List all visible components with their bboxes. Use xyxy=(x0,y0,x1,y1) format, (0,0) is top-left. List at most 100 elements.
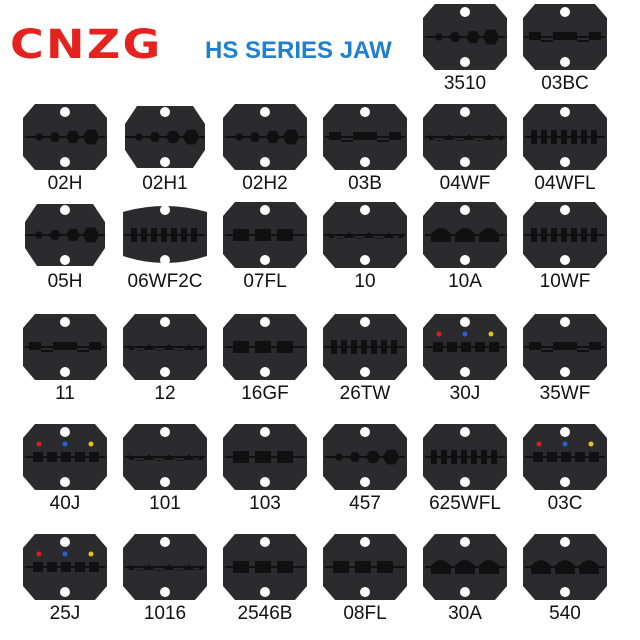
jaw-model-label: 03B xyxy=(348,173,382,194)
mounting-hole xyxy=(60,205,70,215)
jaw-model-label: 26TW xyxy=(339,383,391,404)
wide-jaw-icon xyxy=(123,205,207,265)
mounting-hole xyxy=(60,107,70,117)
bump-cavity xyxy=(329,132,401,142)
round-jaw-icon xyxy=(223,104,307,170)
mounting-hole xyxy=(560,205,570,215)
mounting-hole xyxy=(460,587,470,597)
round-jaw-icon xyxy=(223,424,307,490)
jaw-model-label: 16GF xyxy=(241,383,289,404)
jaw-item: 04WFL xyxy=(515,100,615,200)
jaw-item: 540 xyxy=(515,530,615,630)
jaw-item: 25J xyxy=(15,530,115,630)
round-jaw-icon xyxy=(423,314,507,380)
jaw-item: 03C xyxy=(515,420,615,520)
color-dot xyxy=(36,441,42,447)
mounting-hole xyxy=(60,157,70,167)
mounting-hole xyxy=(360,427,370,437)
hexagon-cavity xyxy=(135,129,200,145)
jaw-item: 11 xyxy=(15,310,115,410)
jaw-model-label: 30A xyxy=(448,603,482,624)
mounting-hole xyxy=(460,427,470,437)
hexagon-cavity xyxy=(35,227,100,243)
parting-line xyxy=(125,456,205,458)
color-dot xyxy=(62,441,68,447)
jaw-model-label: 25J xyxy=(49,603,81,624)
mounting-hole xyxy=(160,367,170,377)
bump-cavity xyxy=(529,342,601,352)
jaw-model-label: 1016 xyxy=(143,603,187,624)
jaw-model-label: 03C xyxy=(547,493,583,514)
arch-cavity xyxy=(531,560,599,574)
tapered-jaw-icon xyxy=(125,106,205,168)
round-jaw-icon xyxy=(123,424,207,490)
round-jaw-icon xyxy=(423,104,507,170)
jaw-model-label: 10WF xyxy=(539,271,591,292)
comb-cavity xyxy=(431,450,497,464)
jaw-item: 1016 xyxy=(115,530,215,630)
wave-cavity xyxy=(429,134,503,141)
mounting-hole xyxy=(460,107,470,117)
round-jaw-icon xyxy=(323,314,407,380)
jaw-item: 16GF xyxy=(215,310,315,410)
hexagon-cavity xyxy=(235,129,300,145)
mounting-hole xyxy=(360,107,370,117)
round-jaw-icon xyxy=(523,314,607,380)
slot-cavity xyxy=(233,229,293,241)
parting-line xyxy=(325,234,405,236)
mounting-hole xyxy=(460,367,470,377)
round-jaw-icon xyxy=(423,534,507,600)
mounting-hole xyxy=(360,477,370,487)
jaw-model-label: 40J xyxy=(49,493,81,514)
mounting-hole xyxy=(460,157,470,167)
bump-cavity xyxy=(29,342,101,352)
jaw-item: 26TW xyxy=(315,310,415,410)
slot-cavity xyxy=(233,451,293,463)
color-dot xyxy=(36,551,42,557)
jaw-item: 457 xyxy=(315,420,415,520)
slot-cavity xyxy=(233,561,293,573)
round-jaw-icon xyxy=(123,534,207,600)
round-jaw-icon xyxy=(223,202,307,268)
color-dot xyxy=(462,331,468,337)
mounting-hole xyxy=(160,587,170,597)
mounting-hole xyxy=(260,317,270,327)
mounting-hole xyxy=(560,57,570,67)
jaw-model-label: 04WF xyxy=(439,173,491,194)
round-jaw-icon xyxy=(423,4,507,70)
parting-line xyxy=(25,234,105,236)
round-jaw-icon xyxy=(323,104,407,170)
mounting-hole xyxy=(560,587,570,597)
round-jaw-icon xyxy=(23,104,107,170)
mounting-hole xyxy=(160,427,170,437)
jaw-model-label: 07FL xyxy=(243,271,287,292)
mounting-hole xyxy=(160,107,170,117)
wave-cavity xyxy=(329,232,403,239)
jaw-model-label: 103 xyxy=(249,493,281,514)
mounting-hole xyxy=(560,317,570,327)
jaw-item: 40J xyxy=(15,420,115,520)
wave-cavity xyxy=(129,564,203,571)
parting-line xyxy=(325,456,405,458)
hexagon-cavity xyxy=(435,29,500,45)
arch-cavity xyxy=(431,560,499,574)
mounting-hole xyxy=(460,7,470,17)
mounting-hole xyxy=(60,317,70,327)
jaw-model-label: 02H1 xyxy=(142,173,188,194)
jaw-item: 03BC xyxy=(515,0,615,100)
round-jaw-icon xyxy=(523,4,607,70)
parting-line xyxy=(125,566,205,568)
color-dot xyxy=(88,551,94,557)
jaw-model-label: 03BC xyxy=(541,73,589,94)
mounting-hole xyxy=(360,205,370,215)
dot-cavity xyxy=(33,551,99,572)
mounting-hole xyxy=(160,477,170,487)
bump-cavity xyxy=(529,32,601,42)
jaw-item: 08FL xyxy=(315,530,415,630)
mounting-hole xyxy=(60,427,70,437)
series-title: HS SERIES JAW xyxy=(205,37,392,64)
wave-cavity xyxy=(129,344,203,351)
mounting-hole xyxy=(560,477,570,487)
jaw-model-label: 06WF2C xyxy=(127,271,203,292)
slot-cavity xyxy=(333,561,393,573)
